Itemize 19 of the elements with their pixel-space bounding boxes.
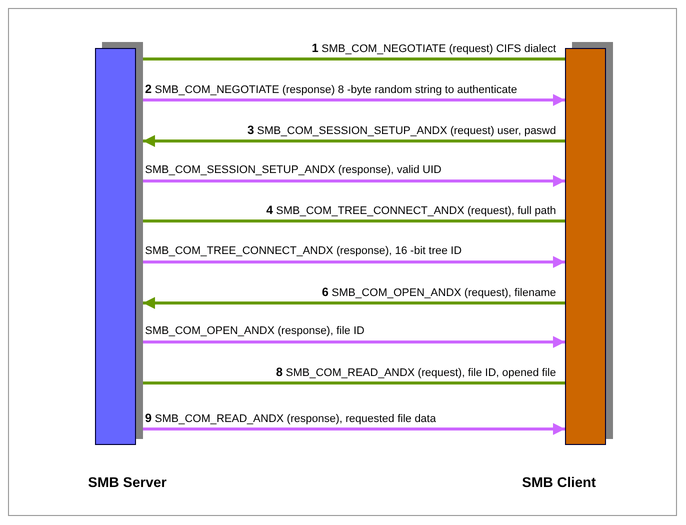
message-label: SMB_COM_OPEN_ANDX (response), file ID bbox=[145, 325, 364, 338]
message-arrow bbox=[143, 135, 565, 147]
message-arrow bbox=[143, 94, 565, 106]
message-label: 6 SMB_COM_OPEN_ANDX (request), filename bbox=[322, 286, 556, 300]
message-arrow bbox=[143, 423, 565, 435]
message-arrow bbox=[143, 336, 565, 348]
message-label: SMB_COM_SESSION_SETUP_ANDX (response), valid UID bbox=[145, 164, 442, 177]
message-label: 4 SMB_COM_TREE_CONNECT_ANDX (request), full path bbox=[266, 204, 556, 218]
message-arrow bbox=[143, 256, 565, 268]
message-label: 8 SMB_COM_READ_ANDX (request), file ID, opened file bbox=[276, 366, 556, 380]
message-label: 9 SMB_COM_READ_ANDX (response), requested file data bbox=[145, 412, 436, 426]
participant-label: SMB Server bbox=[88, 474, 167, 490]
message-arrow bbox=[143, 297, 565, 309]
message-arrow bbox=[143, 175, 565, 187]
message-label: 3 SMB_COM_SESSION_SETUP_ANDX (request) user, paswd bbox=[247, 124, 556, 138]
participant-label: SMB Client bbox=[522, 474, 596, 490]
message-label: 1 SMB_COM_NEGOTIATE (request) CIFS dialect bbox=[312, 42, 556, 56]
message-label: SMB_COM_TREE_CONNECT_ANDX (response), 16 -bit tree ID bbox=[145, 245, 462, 258]
message-label: 2 SMB_COM_NEGOTIATE (response) 8 -byte random string to authenticate bbox=[145, 83, 518, 97]
